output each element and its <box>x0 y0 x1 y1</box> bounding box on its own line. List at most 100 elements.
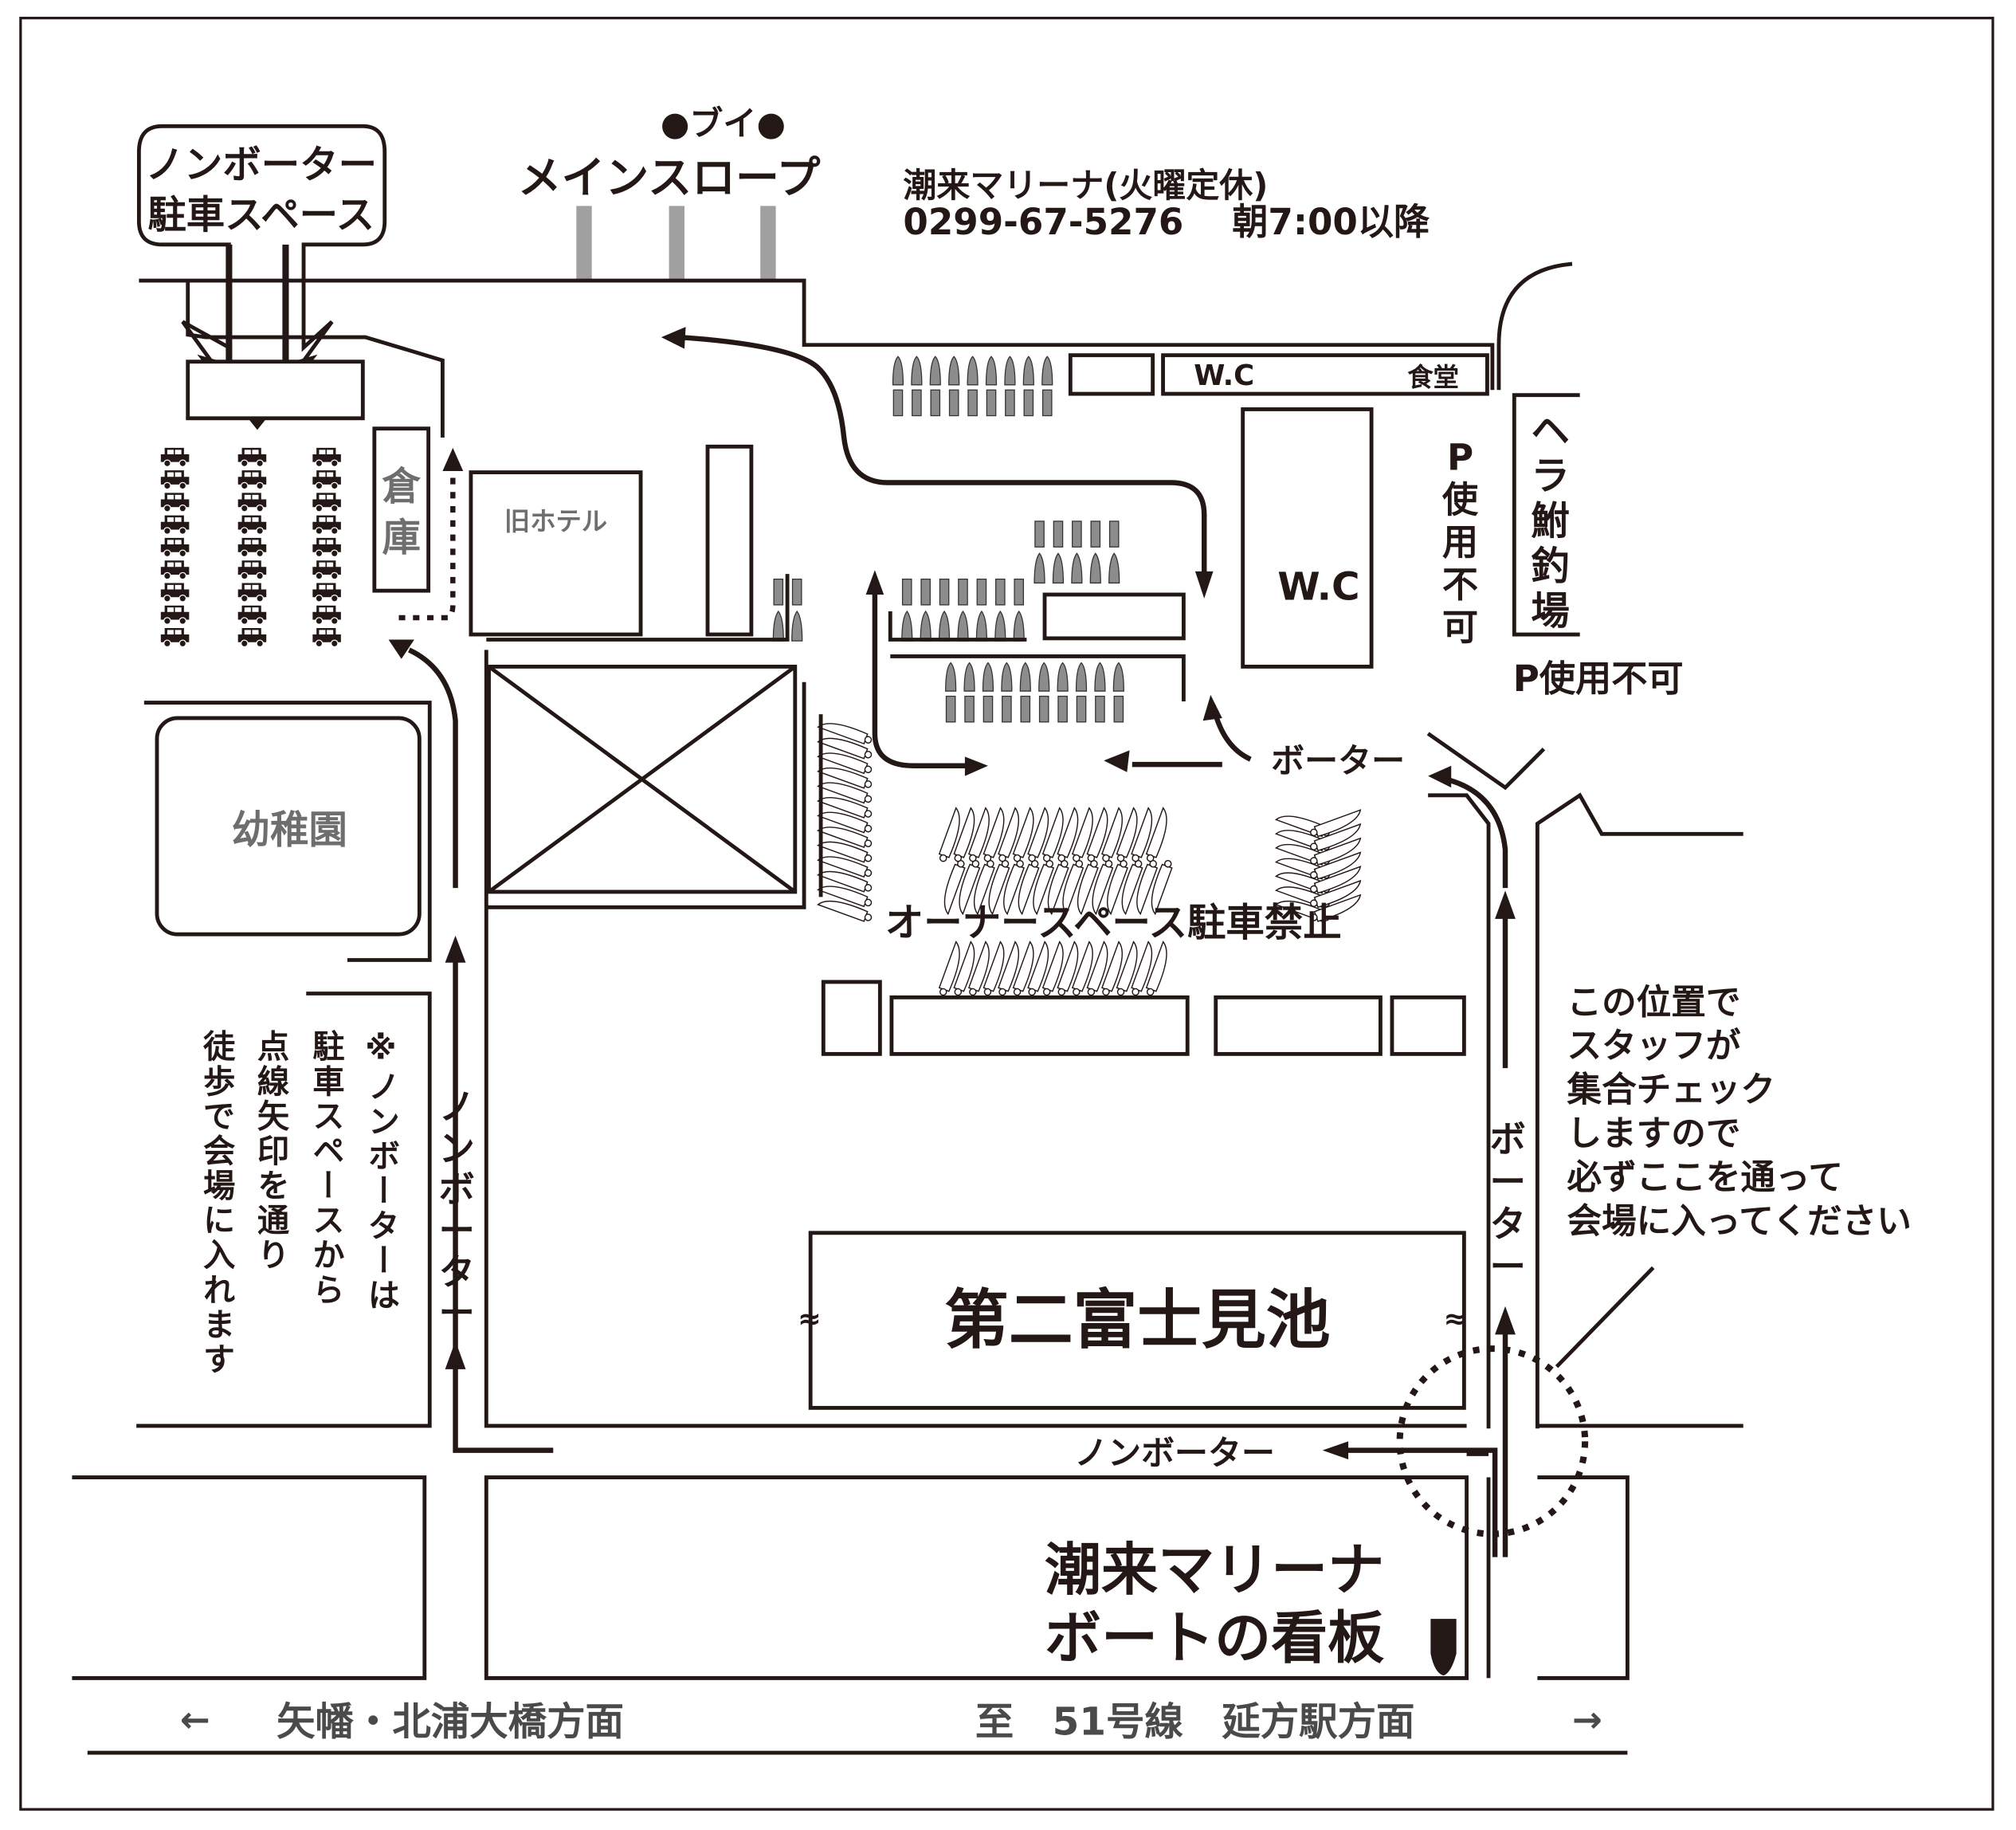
warehouse-char1: 倉 <box>382 465 422 509</box>
boat-trailer-icon <box>1052 520 1065 584</box>
boat-outline-icon <box>1310 851 1362 880</box>
note-line-2: 駐車スペースから <box>307 1029 344 1307</box>
boat-trailer-icon <box>1013 578 1025 642</box>
boat-outline-icon <box>1086 941 1108 996</box>
boat-trailer-icon <box>1022 355 1034 417</box>
boat-outline-icon <box>1012 807 1034 862</box>
boat-outline-icon <box>1136 859 1159 916</box>
boat-outline-icon <box>938 807 960 862</box>
boat-trailer-icon <box>929 355 941 417</box>
boat-outline-icon <box>1145 941 1167 996</box>
parking-unavailable-vertical: P 使 用 不 可 <box>1442 436 1479 648</box>
boat-trailer-icon <box>1089 520 1101 584</box>
boat-trailer-icon <box>1001 662 1013 723</box>
boat-outline-icon <box>1145 807 1167 862</box>
car-icon <box>160 537 190 558</box>
svg-text:釣: 釣 <box>1531 544 1569 589</box>
boat-outline-icon <box>1003 859 1025 916</box>
boat-outline-icon <box>1116 941 1138 996</box>
wc-main-building <box>1241 407 1374 669</box>
svg-text:ン: ン <box>439 1127 475 1169</box>
slope-lane-1 <box>576 206 592 281</box>
boat-outline-icon <box>1092 859 1114 916</box>
boat-outline-icon <box>983 807 1005 862</box>
road-right-arrow: → <box>1572 1698 1602 1741</box>
wc-main-label: W.C <box>1277 564 1359 609</box>
boats-storage <box>772 355 1124 723</box>
boat-outline-icon <box>973 859 995 916</box>
car-icon <box>312 583 341 603</box>
shoreline <box>139 278 1495 391</box>
slope-lane-2 <box>669 206 684 281</box>
svg-text:タ: タ <box>439 1251 475 1293</box>
nonboater-bottom-label: ノンボーター <box>1074 1433 1275 1472</box>
slope-lane-3 <box>760 206 776 281</box>
boat-outline-icon <box>953 807 975 862</box>
car-icon <box>160 470 190 490</box>
boat-trailer-icon <box>1004 355 1016 417</box>
boat-trailer-icon <box>791 578 803 642</box>
parking-unavailable-label: P使用不可 <box>1513 658 1684 700</box>
owner-space-notice: オーナースペース駐車禁止 <box>885 901 1342 945</box>
boat-trailer-icon <box>967 355 979 417</box>
old-hotel-label: 旧ホテル <box>504 506 607 536</box>
boat-outline-icon <box>1310 866 1362 894</box>
road-right-text: 至 51号線 延方駅方面 <box>975 1699 1415 1744</box>
boat-outline-icon <box>988 859 1010 916</box>
kindergarten-label: 幼稚園 <box>232 808 347 853</box>
warehouse <box>372 426 431 593</box>
boat-trailer-icon <box>1033 520 1045 584</box>
boat-trailer-icon <box>1094 662 1106 723</box>
car-icon <box>237 605 267 625</box>
boat-trailer-icon <box>772 578 784 642</box>
boat-outline-icon <box>998 941 1020 996</box>
svg-text:タ: タ <box>1490 1204 1526 1246</box>
car-icon <box>160 627 190 648</box>
walking-arrowhead <box>442 447 464 471</box>
boat-trailer-icon <box>1019 662 1031 723</box>
boat-outline-icon <box>1310 879 1362 909</box>
old-hotel <box>469 470 643 637</box>
car-icon <box>160 583 190 603</box>
car-icon <box>312 605 341 625</box>
car-icon <box>312 560 341 580</box>
svg-text:P: P <box>1447 436 1473 478</box>
road-left-arrow: ← <box>180 1698 210 1741</box>
boat-trailer-icon <box>1075 662 1088 723</box>
svg-text:ー: ー <box>1490 1246 1526 1288</box>
note-line-3: 点線矢印を通り <box>252 1029 289 1273</box>
boat-outline-icon <box>1062 859 1084 916</box>
boat-outline-icon <box>1071 807 1093 862</box>
route-to-slope <box>679 334 1207 586</box>
boat-outline-icon <box>1310 823 1362 852</box>
boat-outline-icon <box>1077 859 1099 916</box>
boat-outline-icon <box>1027 807 1049 862</box>
boat-outline-icon <box>1101 807 1123 862</box>
svg-text:ー: ー <box>1490 1160 1526 1203</box>
boat-outline-icon <box>959 859 981 916</box>
svg-text:ー: ー <box>439 1210 475 1252</box>
car-icon <box>312 627 341 648</box>
marina-info-line1: 潮来マリーナ(火曜定休) <box>903 166 1268 205</box>
staff-check-line: しますので <box>1567 1114 1741 1154</box>
car-icon <box>312 537 341 558</box>
staff-check-note: この位置で スタッフが 集合チェック しますので 必ずここを通って 会場に入って… <box>1567 983 1912 1241</box>
boat-outline-icon <box>1121 859 1143 916</box>
car-icon <box>237 627 267 648</box>
boat-trailer-icon <box>1041 355 1053 417</box>
staff-check-line: この位置で <box>1567 983 1741 1023</box>
note-line-1: ※ノンボーターは <box>362 1030 399 1313</box>
nonboater-parking-sign: ノンボーター 駐車スペース <box>136 124 387 430</box>
car-icon <box>237 560 267 580</box>
boat-outline-icon <box>1012 941 1034 996</box>
boat-trailer-icon <box>963 662 975 723</box>
boat-outline-icon <box>1151 859 1173 916</box>
boat-outline-icon <box>938 941 960 996</box>
owner-boats <box>817 723 1362 996</box>
car-icon <box>160 493 190 512</box>
svg-text:使: 使 <box>1442 479 1479 521</box>
water-symbol-right: ≈ <box>1444 1302 1468 1335</box>
pond-label: 第二富士見池 <box>944 1283 1330 1358</box>
boat-outline-icon <box>1041 941 1064 996</box>
